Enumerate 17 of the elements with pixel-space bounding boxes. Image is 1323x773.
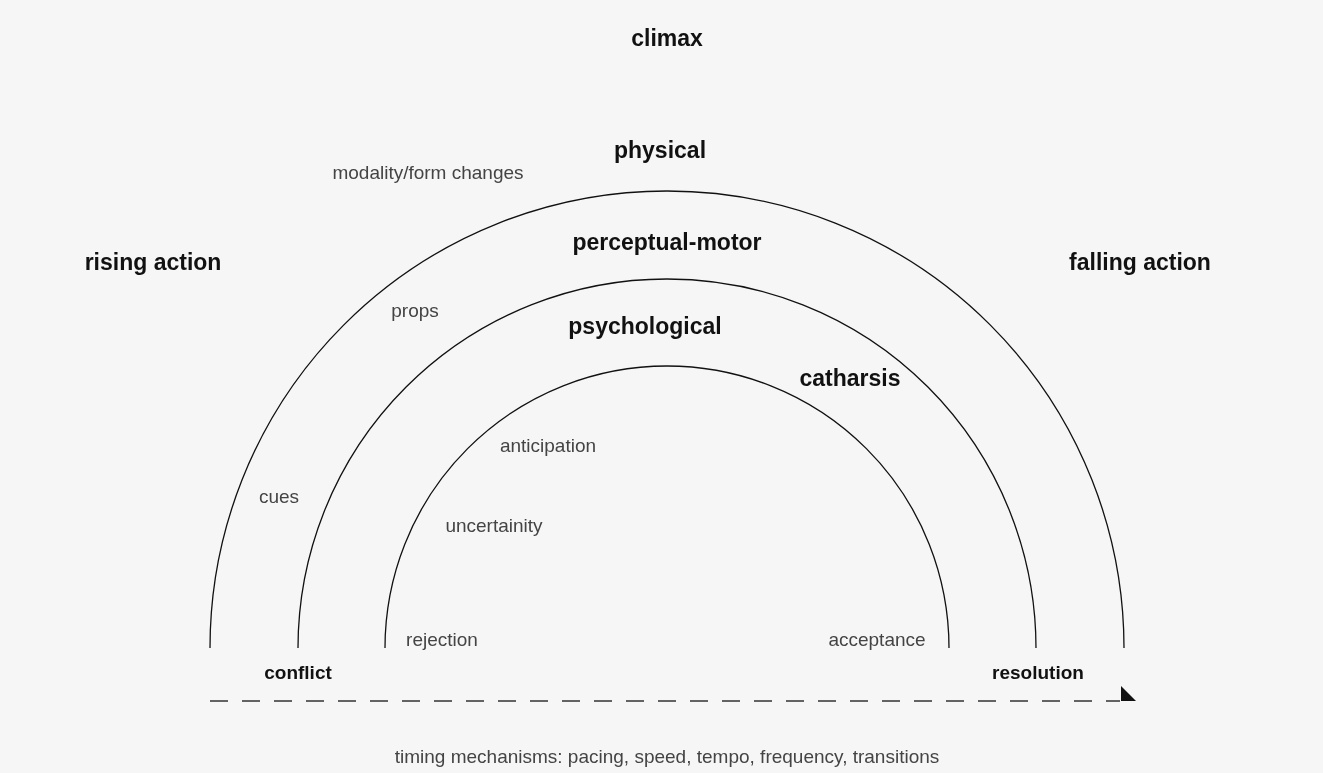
- stage-heading: resolution: [992, 662, 1084, 684]
- annotation-label: cues: [258, 486, 300, 508]
- annotation-label: timing mechanisms: pacing, speed, tempo, frequency, transitions: [394, 746, 940, 768]
- stage-heading: catharsis: [799, 364, 901, 392]
- annotation-label: acceptance: [828, 629, 926, 651]
- annotation-label: uncertainity: [445, 515, 543, 537]
- annotation-label: props: [391, 300, 439, 322]
- stage-heading: physical: [614, 136, 706, 164]
- stage-heading: rising action: [84, 248, 222, 276]
- stage-heading: psychological: [568, 312, 722, 340]
- stage-heading: climax: [631, 24, 703, 52]
- stage-heading: perceptual-motor: [572, 228, 762, 256]
- stage-heading: conflict: [264, 662, 332, 684]
- annotation-label: modality/form changes: [332, 162, 524, 184]
- annotation-label: rejection: [406, 629, 478, 651]
- annotation-label: anticipation: [499, 435, 597, 457]
- stage-heading: falling action: [1069, 248, 1211, 276]
